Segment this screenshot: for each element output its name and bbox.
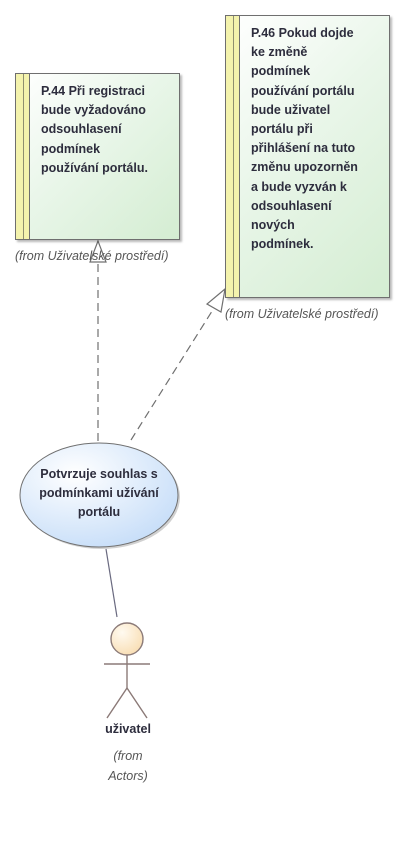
use-case-label: Potvrzuje souhlas s podmínkami užívání p… <box>39 467 159 519</box>
requirement-p46[interactable]: P.46 Pokud dojde ke změně podmínek použí… <box>225 15 390 298</box>
realization-line-p46 <box>130 307 215 441</box>
requirement-p44[interactable]: P.44 Při registraci bude vyžadováno odso… <box>15 73 180 240</box>
requirement-stripe <box>226 16 240 297</box>
requirement-text: P.46 Pokud dojde ke změně podmínek použí… <box>251 26 358 252</box>
realization-arrowhead-p46 <box>205 287 226 313</box>
requirement-from-label: (from Uživatelské prostředí) <box>15 249 169 263</box>
actor-right-leg <box>126 687 148 719</box>
use-case-ellipse[interactable] <box>19 442 179 548</box>
actor-head <box>110 622 144 656</box>
realization-arrowhead-p44 <box>89 239 107 263</box>
actor-left-leg <box>106 687 128 719</box>
requirement-from-label: (from Uživatelské prostředí) <box>225 307 379 321</box>
actor-figure[interactable] <box>104 622 150 719</box>
requirement-stripe <box>16 74 30 239</box>
requirement-text: P.44 Při registraci bude vyžadováno odso… <box>41 84 148 175</box>
actor-from-label: (from Actors) <box>108 749 148 783</box>
actor-name: uživatel <box>105 722 151 736</box>
association-line <box>105 548 118 618</box>
